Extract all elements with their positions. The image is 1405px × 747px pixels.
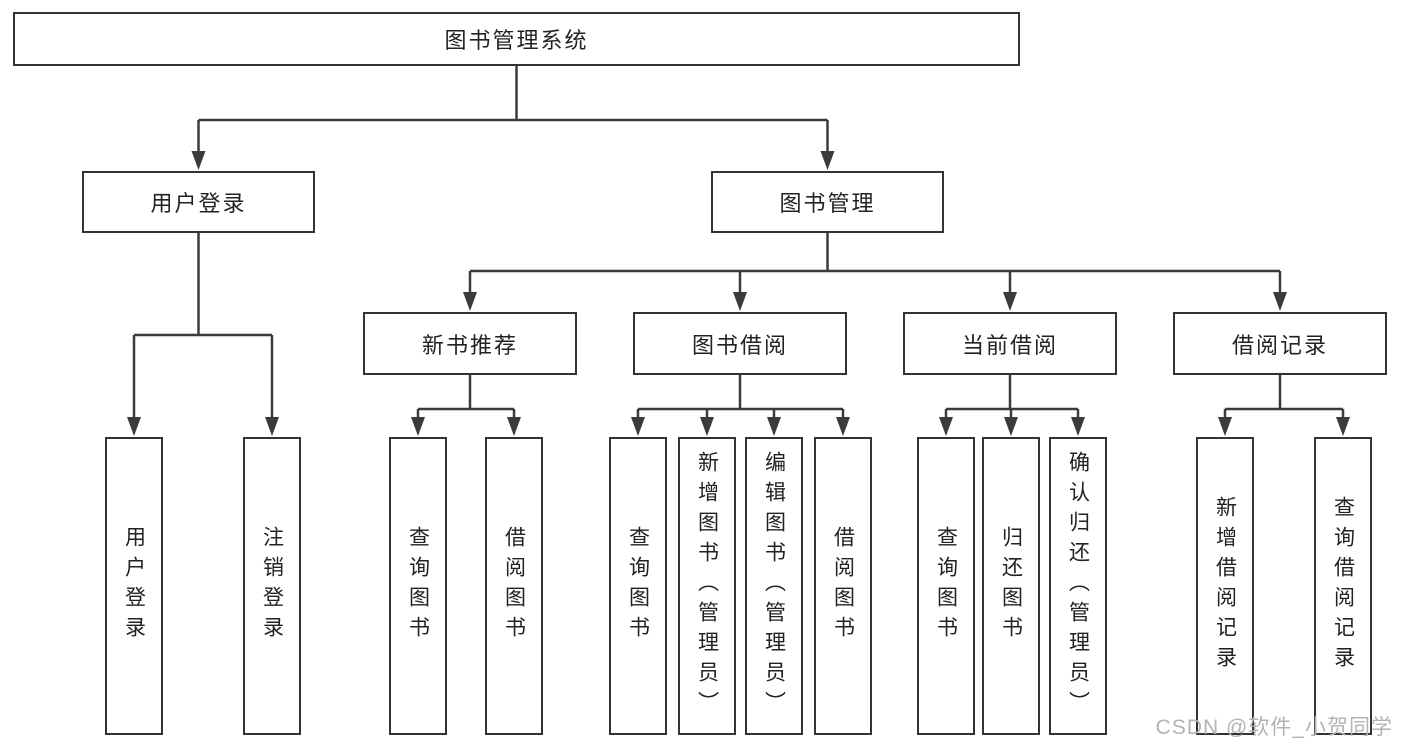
arrow-head	[463, 292, 477, 311]
node-book-management: 图书管理	[711, 171, 944, 233]
connector-path	[468, 233, 1282, 293]
node-label: 借阅记录	[1231, 332, 1328, 358]
node-user-login: 用户登录	[82, 171, 315, 233]
node-leaf-user-login: 用户登录	[105, 437, 163, 735]
node-leaf-logout: 注销登录	[243, 437, 301, 735]
node-label: 当前借阅	[961, 332, 1058, 358]
connector-path	[197, 66, 829, 152]
node-label: 查询图书	[626, 526, 650, 646]
node-label: 图书借阅	[691, 332, 788, 358]
node-label: 查询借阅记录	[1331, 496, 1355, 676]
arrow-head	[631, 417, 645, 436]
node-leaf-query-books: 查询图书	[609, 437, 667, 735]
node-book-borrowing: 图书借阅	[633, 312, 847, 375]
arrow-head	[939, 417, 953, 436]
node-leaf-add-borrow-record: 新增借阅记录	[1196, 437, 1254, 735]
arrow-head	[1336, 417, 1350, 436]
arrow-head	[767, 417, 781, 436]
node-leaf-query-borrow-record: 查询借阅记录	[1314, 437, 1372, 735]
node-label: 查询图书	[934, 526, 958, 646]
node-label: 借阅图书	[502, 526, 526, 646]
node-label: 新增借阅记录	[1213, 496, 1237, 676]
node-leaf-borrow-books: 借阅图书	[814, 437, 872, 735]
connector-path	[944, 375, 1080, 418]
node-leaf-query-books: 查询图书	[917, 437, 975, 735]
connector-path	[416, 375, 516, 418]
arrow-head	[1273, 292, 1287, 311]
arrow-head	[700, 417, 714, 436]
connector-lines	[132, 66, 1345, 418]
connector-path	[132, 233, 274, 418]
arrow-head	[411, 417, 425, 436]
arrow-heads	[127, 151, 1350, 436]
node-leaf-add-books-admin: 新增图书（管理员）	[678, 437, 736, 735]
node-leaf-borrow-books: 借阅图书	[485, 437, 543, 735]
node-label: 注销登录	[260, 526, 284, 646]
arrow-head	[733, 292, 747, 311]
node-label: 图书管理系统	[444, 28, 589, 53]
node-label: 新增图书（管理员）	[695, 451, 719, 721]
node-leaf-return-books: 归还图书	[982, 437, 1040, 735]
node-label: 确认归还（管理员）	[1066, 451, 1090, 721]
arrow-head	[1004, 417, 1018, 436]
arrow-head	[507, 417, 521, 436]
node-label: 编辑图书（管理员）	[762, 451, 786, 721]
node-label: 新书推荐	[421, 332, 518, 358]
arrow-head	[820, 151, 835, 170]
arrow-head	[1218, 417, 1232, 436]
node-library-management-system: 图书管理系统	[13, 12, 1020, 66]
node-label: 图书管理	[779, 191, 876, 216]
node-label: 查询图书	[406, 526, 430, 646]
node-current-borrowing: 当前借阅	[903, 312, 1117, 375]
arrow-head	[836, 417, 850, 436]
node-label: 用户登录	[150, 191, 247, 216]
arrow-head	[265, 417, 279, 436]
node-label: 归还图书	[999, 526, 1023, 646]
node-leaf-query-books: 查询图书	[389, 437, 447, 735]
connector-path	[636, 375, 845, 418]
connector-path	[1223, 375, 1345, 418]
node-leaf-edit-books-admin: 编辑图书（管理员）	[745, 437, 803, 735]
node-label: 借阅图书	[831, 526, 855, 646]
arrow-head	[191, 151, 206, 170]
csdn-watermark: CSDN @软件_小贺同学	[1155, 716, 1393, 739]
node-new-book-recommendation: 新书推荐	[363, 312, 577, 375]
arrow-head	[1071, 417, 1085, 436]
arrow-head	[1003, 292, 1017, 311]
node-leaf-confirm-return-admin: 确认归还（管理员）	[1049, 437, 1107, 735]
node-label: 用户登录	[122, 526, 146, 646]
arrow-head	[127, 417, 141, 436]
node-borrowing-records: 借阅记录	[1173, 312, 1387, 375]
